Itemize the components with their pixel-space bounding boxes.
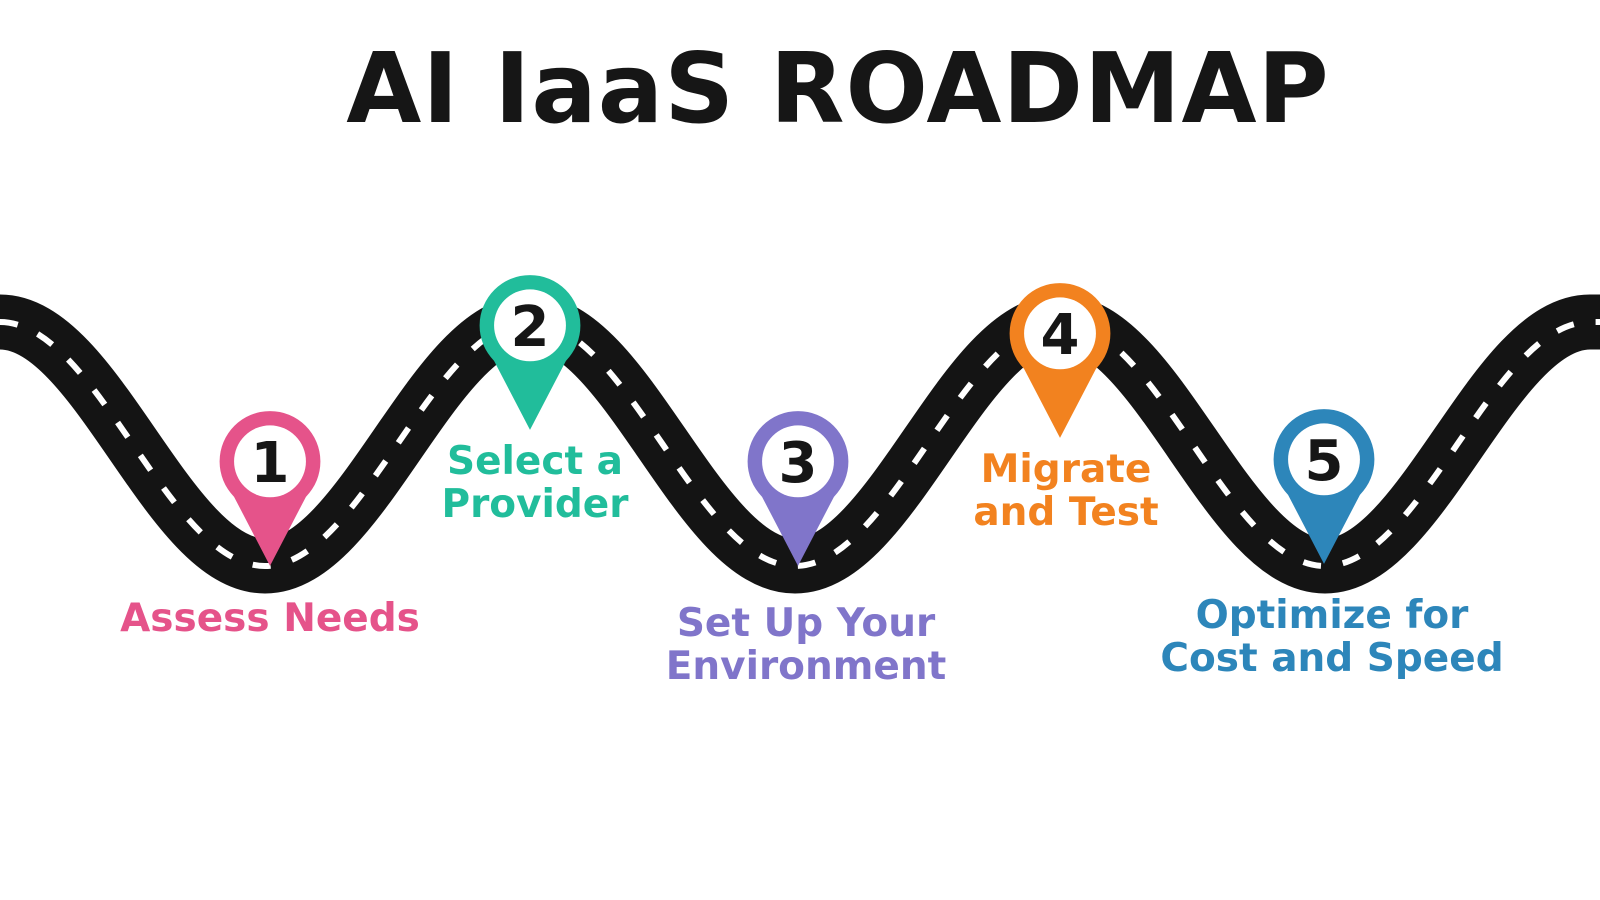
step-label-5-line-1: Optimize for <box>1195 593 1469 638</box>
road-center-dashed-line <box>0 318 1600 570</box>
location-pin-1: 1 <box>219 411 321 566</box>
page-title: AI IaaS ROADMAP <box>346 32 1330 145</box>
location-pin-2: 2 <box>479 275 581 430</box>
step-label-4: Migrate and Test <box>856 448 1276 534</box>
step-label-3-line-1: Set Up Your <box>676 601 936 646</box>
step-label-2-line-2: Provider <box>441 482 629 527</box>
location-pin-3: 3 <box>747 411 849 566</box>
pin-number-4: 4 <box>1041 303 1080 368</box>
pin-number-5: 5 <box>1305 429 1344 494</box>
pin-number-2: 2 <box>511 295 550 360</box>
step-label-4-line-1: Migrate <box>980 447 1152 492</box>
pin-number-3: 3 <box>779 431 818 496</box>
step-label-3-line-2: Environment <box>665 644 947 689</box>
step-label-2-line-1: Select a <box>446 439 623 484</box>
step-label-5: Optimize for Cost and Speed <box>1122 594 1542 680</box>
pin-inner-circle-2 <box>494 289 566 362</box>
pin-inner-circle-5 <box>1288 423 1360 496</box>
step-label-3: Set Up Your Environment <box>596 602 1016 688</box>
step-label-1-line-1: Assess Needs <box>120 596 420 641</box>
location-pin-5: 5 <box>1273 409 1375 564</box>
step-label-4-line-2: and Test <box>973 490 1159 535</box>
step-label-5-line-2: Cost and Speed <box>1160 636 1504 681</box>
pin-inner-circle-1 <box>234 425 306 498</box>
location-pin-4: 4 <box>1009 283 1111 438</box>
pin-inner-circle-3 <box>762 425 834 498</box>
pin-inner-circle-4 <box>1024 297 1096 370</box>
step-label-2: Select a Provider <box>325 440 745 526</box>
step-label-1: Assess Needs <box>60 597 480 640</box>
pin-number-1: 1 <box>251 431 290 496</box>
